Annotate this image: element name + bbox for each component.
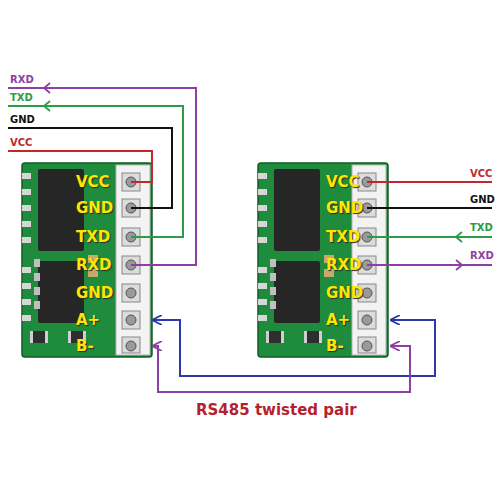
pin-label: TXD [76, 228, 110, 246]
pin-label: GND [326, 199, 363, 217]
bus-wire [152, 346, 410, 392]
arrow-head [456, 260, 462, 270]
signal-name: TXD [470, 222, 493, 234]
pin-label: A+ [326, 311, 350, 329]
pin-label: GND [76, 284, 113, 302]
signal-name: VCC [10, 137, 32, 149]
pin-label: B- [76, 337, 94, 355]
gnd-wire [367, 207, 492, 209]
signal-name: GND [10, 114, 35, 126]
vcc-wire [367, 181, 492, 183]
arrow-head [44, 83, 50, 93]
pin-label: A+ [76, 311, 100, 329]
rxd-wire [8, 88, 196, 265]
txd-wire [367, 236, 492, 238]
arrow-head [456, 232, 462, 242]
signal-name: TXD [10, 92, 33, 104]
bus-caption: RS485 twisted pair [196, 401, 357, 419]
rs485-module [258, 163, 388, 357]
pin-label: GND [76, 199, 113, 217]
signal-name: GND [470, 194, 495, 206]
rxd-wire [367, 264, 492, 266]
arrow-head [44, 101, 50, 111]
txd-wire [8, 106, 183, 237]
pin-label: RXD [326, 256, 362, 274]
pin-label: RXD [76, 256, 112, 274]
rs485-module [22, 163, 152, 357]
pin-label: TXD [326, 228, 360, 246]
gnd-wire [8, 128, 172, 208]
bus-wire [152, 320, 435, 376]
pin-label: GND [326, 284, 363, 302]
signal-name: VCC [470, 168, 492, 180]
pin-label: B- [326, 337, 344, 355]
connector-layer [152, 320, 435, 392]
pin-label: VCC [326, 173, 360, 191]
rs485-module-box: VCC GND TXD RXD GND A+ B- [22, 163, 152, 357]
signal-name: RXD [470, 250, 494, 262]
rs485-module-box: VCC GND TXD RXD GND A+ B- [258, 163, 390, 357]
signal-name: RXD [10, 74, 34, 86]
pin-label: VCC [76, 173, 110, 191]
